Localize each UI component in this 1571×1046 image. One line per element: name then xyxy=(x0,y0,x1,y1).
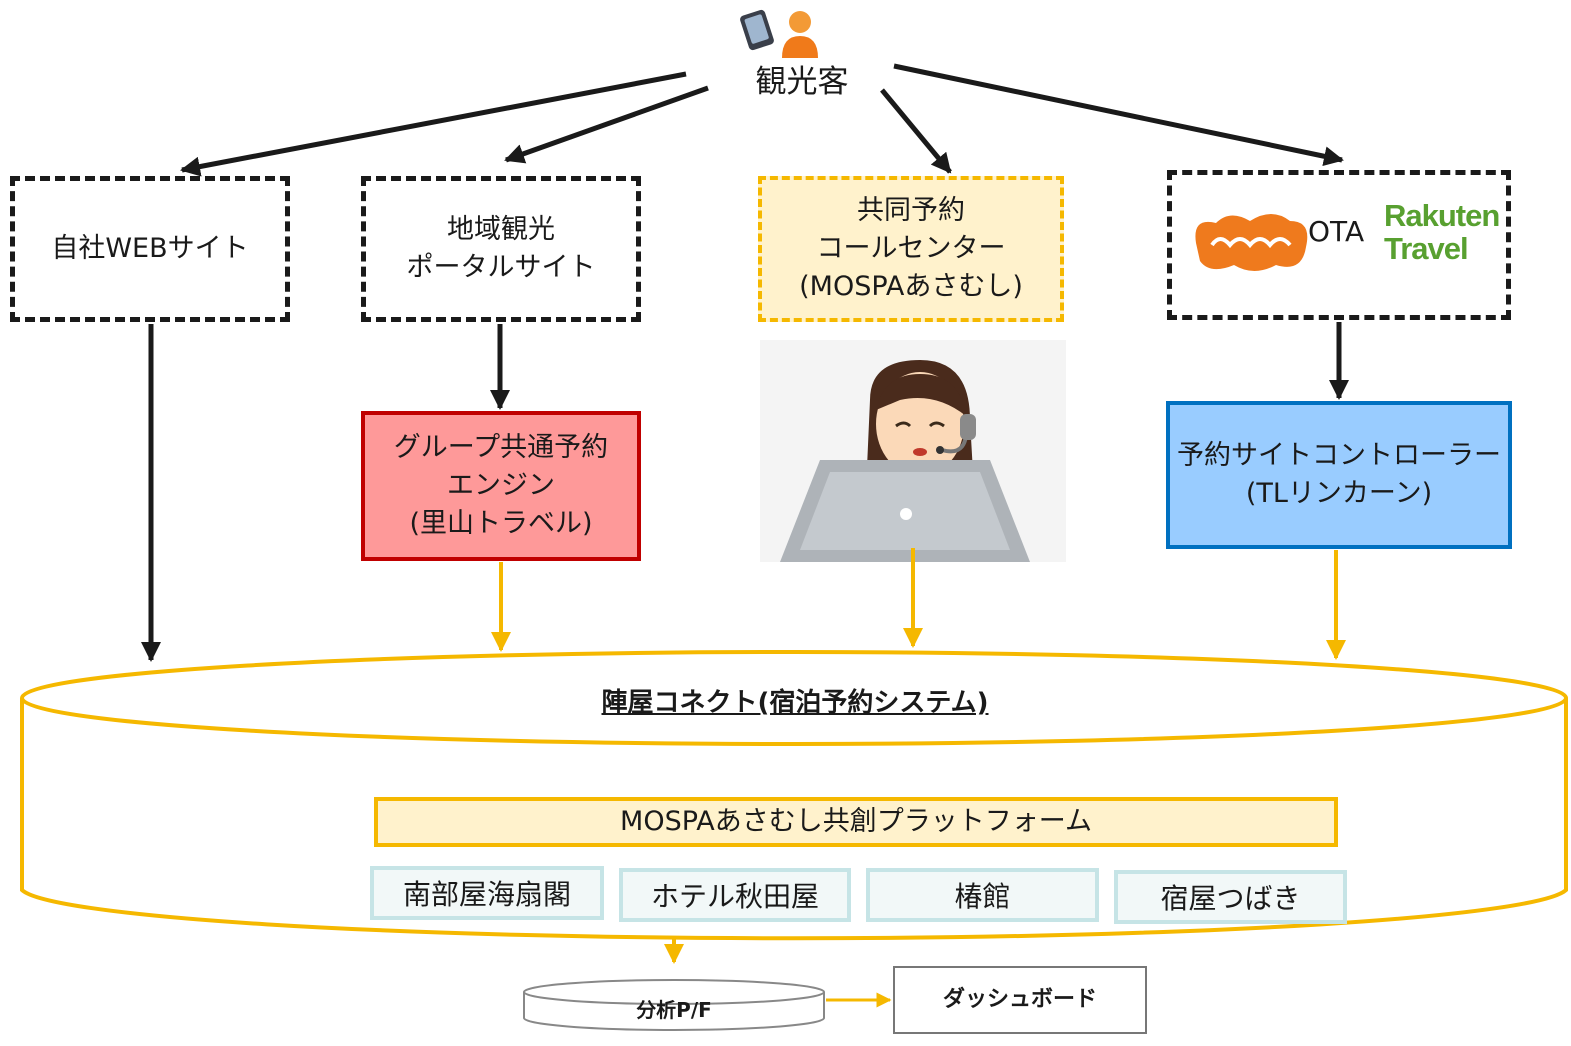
ota-label: OTA xyxy=(1308,215,1365,248)
call-center-label: 共同予約 コールセンター (MOSPAあさむし) xyxy=(799,195,1023,302)
jalan-logo xyxy=(1195,214,1308,271)
regional-portal-box: 地域観光 ポータルサイト xyxy=(361,176,641,322)
tourist-arrows xyxy=(180,63,1344,177)
dashboard-box: ダッシュボード xyxy=(893,966,1147,1034)
site-controller-label: 予約サイトコントローラー (TLリンカーン) xyxy=(1177,440,1501,509)
platform-bar: MOSPAあさむし共創プラットフォーム xyxy=(374,797,1338,847)
hotel-box-1: 南部屋海扇閣 xyxy=(370,866,604,920)
ota-box: OTA Rakuten Travel xyxy=(1167,170,1511,320)
dashboard-label: ダッシュボード xyxy=(942,986,1097,1012)
group-booking-engine-box: グループ共通予約 エンジン (里山トラベル) xyxy=(361,411,641,561)
hotel-label: 南部屋海扇閣 xyxy=(402,878,571,911)
analytics-cylinder xyxy=(523,979,825,1031)
site-controller-box: 予約サイトコントローラー (TLリンカーン) xyxy=(1166,401,1512,549)
arrow-to-own-website xyxy=(180,71,687,177)
arrow-to-ota xyxy=(893,63,1344,167)
system-title: 陣屋コネクト(宿泊予約システム) xyxy=(601,688,989,718)
hotel-label: 椿館 xyxy=(954,880,1011,913)
channel-arrows xyxy=(141,322,1349,662)
hotel-box-2: ホテル秋田屋 xyxy=(619,868,851,922)
hotel-label: ホテル秋田屋 xyxy=(650,880,819,913)
tourist-icon xyxy=(738,6,830,58)
own-website-label: 自社WEBサイト xyxy=(51,233,249,265)
hotel-box-4: 宿屋つばき xyxy=(1114,870,1347,924)
arrow-to-call-center xyxy=(880,88,952,174)
platform-label: MOSPAあさむし共創プラットフォーム xyxy=(620,806,1092,838)
call-center-box: 共同予約 コールセンター (MOSPAあさむし) xyxy=(758,176,1064,322)
rakuten-logo-line1: Rakuten xyxy=(1384,198,1500,233)
operator-illustration xyxy=(760,340,1066,562)
hotel-box-3: 椿館 xyxy=(866,868,1099,922)
arrow-to-regional-portal xyxy=(504,85,709,164)
own-website-box: 自社WEBサイト xyxy=(10,176,290,322)
regional-portal-label: 地域観光 ポータルサイト xyxy=(406,214,596,283)
rakuten-logo: Rakuten Travel xyxy=(1384,198,1500,266)
analytics-label: 分析P/F xyxy=(636,998,712,1022)
tourist-label: 観光客 xyxy=(755,64,849,100)
group-booking-engine-label: グループ共通予約 エンジン (里山トラベル) xyxy=(393,432,609,539)
rakuten-logo-line2: Travel xyxy=(1384,231,1469,266)
hotel-label: 宿屋つばき xyxy=(1160,882,1301,915)
